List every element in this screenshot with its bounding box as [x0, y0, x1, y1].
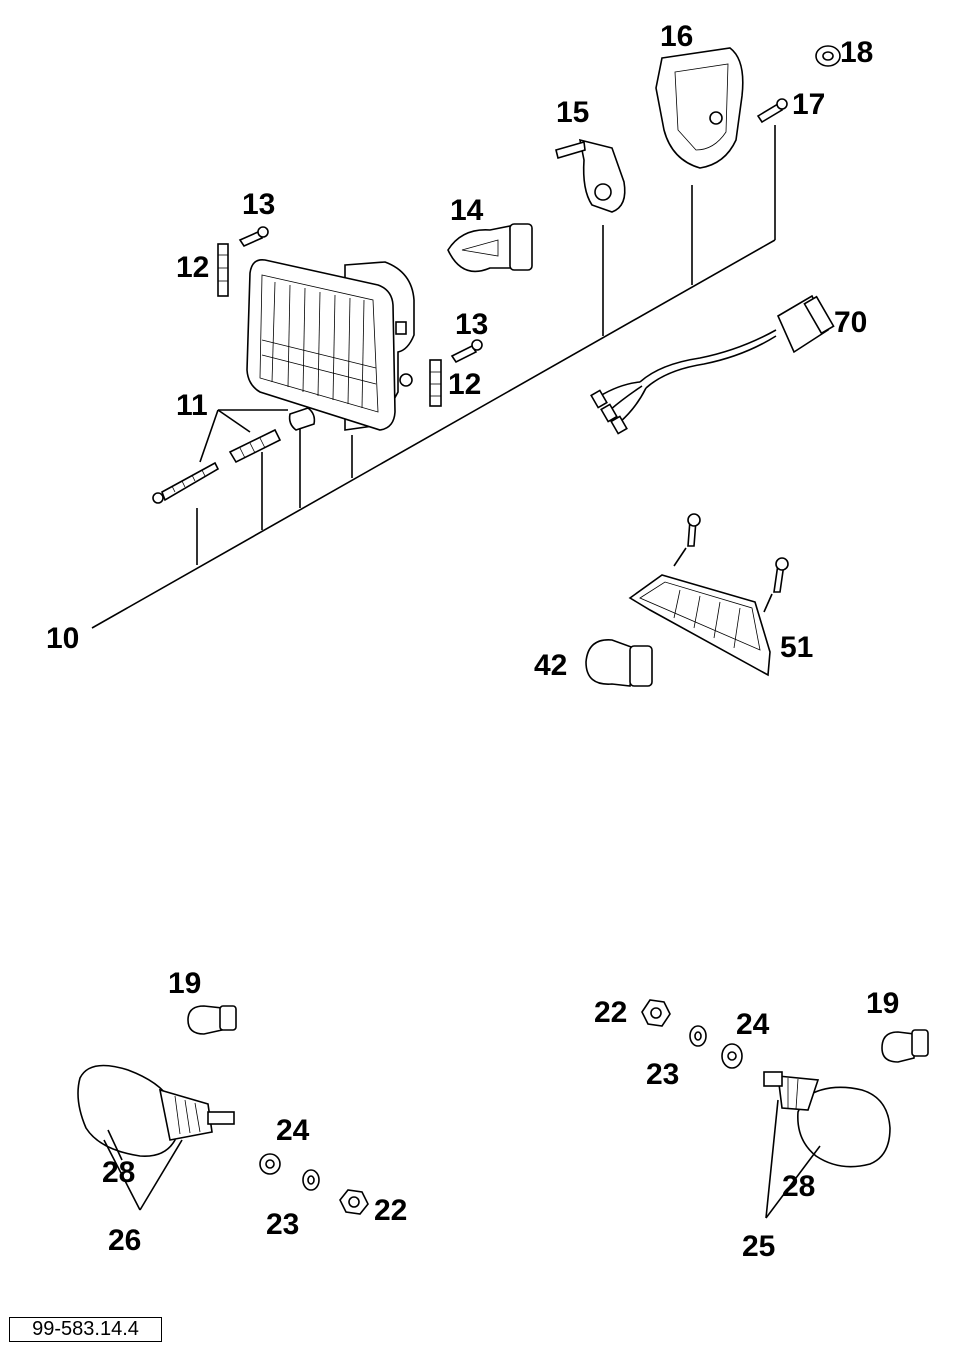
wiring-harness — [590, 294, 835, 435]
leader-lines-headlight — [91, 125, 776, 629]
headlight-bulb — [447, 223, 533, 273]
adjuster-spring — [228, 428, 282, 464]
label-11: 11 — [176, 389, 208, 422]
screw-13-lower — [450, 339, 483, 364]
clip-12-upper — [217, 243, 229, 297]
left-indicator-bulb — [187, 1005, 237, 1035]
label-25: 25 — [742, 1230, 775, 1263]
headlight-rear-cover — [655, 47, 744, 169]
tail-light-bulb — [585, 639, 653, 687]
label-13-lower: 13 — [455, 308, 488, 341]
drawing-reference-code: 99-583.14.4 — [9, 1317, 162, 1342]
right-lockwasher-23 — [689, 1025, 707, 1047]
label-24-right: 24 — [736, 1008, 770, 1041]
label-17: 17 — [792, 88, 825, 121]
left-nut-22 — [339, 1189, 369, 1215]
left-indicator — [77, 1064, 235, 1211]
label-12-lower: 12 — [448, 368, 481, 401]
label-15: 15 — [556, 96, 589, 129]
label-12-upper: 12 — [176, 251, 209, 284]
label-70: 70 — [834, 306, 867, 339]
right-nut-22 — [641, 999, 671, 1027]
label-28-left: 28 — [102, 1156, 135, 1189]
adjuster-nut — [288, 407, 316, 431]
label-22-right: 22 — [594, 996, 627, 1029]
label-42: 42 — [534, 649, 567, 682]
headlight-unit — [246, 258, 415, 431]
right-indicator-bulb — [881, 1029, 929, 1063]
label-19-left: 19 — [168, 967, 201, 1000]
screw-13-upper — [238, 226, 269, 248]
label-24-left: 24 — [276, 1114, 310, 1147]
right-indicator — [763, 1071, 891, 1219]
label-19-right: 19 — [866, 987, 899, 1020]
left-lockwasher-23 — [302, 1169, 320, 1191]
bulb-holder-bracket — [555, 138, 626, 213]
part-labels: 10 11 12 12 13 13 14 15 16 17 18 70 51 4… — [46, 20, 899, 1263]
label-16: 16 — [660, 20, 693, 53]
label-14: 14 — [450, 194, 484, 227]
label-23-right: 23 — [646, 1058, 679, 1091]
adjuster-screw — [152, 461, 220, 504]
tail-light-screws — [673, 513, 789, 613]
screw-17 — [756, 98, 788, 124]
right-washer-24 — [721, 1043, 743, 1069]
label-23-left: 23 — [266, 1208, 299, 1241]
left-washer-24 — [259, 1153, 281, 1175]
label-18: 18 — [840, 36, 873, 69]
grommet-18 — [815, 45, 841, 67]
clip-12-lower — [429, 359, 442, 407]
tail-light-lens — [628, 574, 771, 677]
label-26: 26 — [108, 1224, 141, 1257]
label-10: 10 — [46, 622, 79, 655]
label-28-right: 28 — [782, 1170, 815, 1203]
label-22-left: 22 — [374, 1194, 407, 1227]
label-51: 51 — [780, 631, 813, 664]
label-13-upper: 13 — [242, 188, 275, 221]
